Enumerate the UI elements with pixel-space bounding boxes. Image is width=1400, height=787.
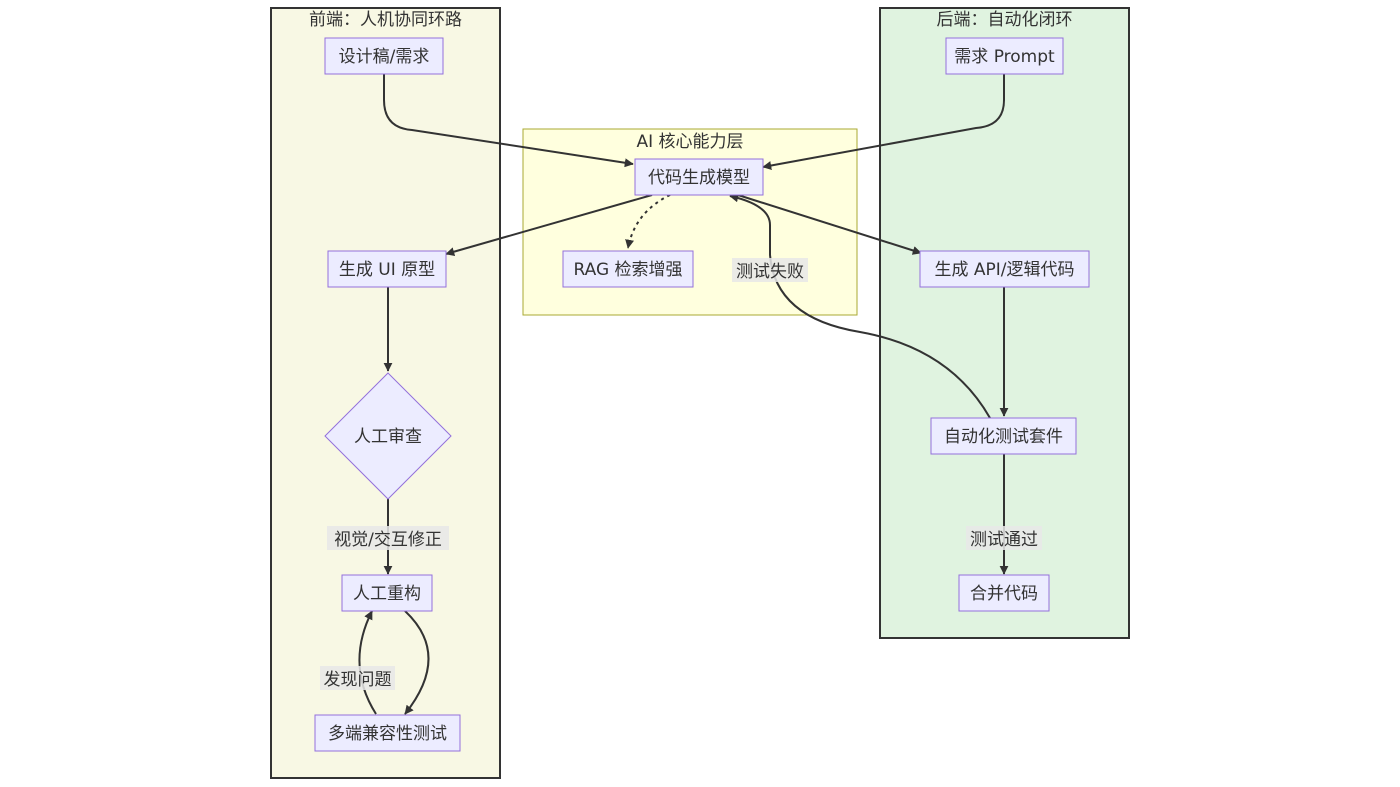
edge-label-review-refactor: 视觉/交互修正 <box>334 530 442 550</box>
node-codegen[interactable]: 代码生成模型 <box>634 158 764 196</box>
node-merge[interactable]: 合并代码 <box>958 574 1050 612</box>
node-compat-test-label: 多端兼容性测试 <box>328 724 447 744</box>
node-review-label: 人工审查 <box>354 427 422 447</box>
node-design-label: 设计稿/需求 <box>339 47 430 67</box>
subgraph-core-title: AI 核心能力层 <box>636 132 743 152</box>
edge-codegen-to-genui <box>445 194 653 257</box>
edge-refactor-to-compattest <box>404 610 430 715</box>
node-refactor-label: 人工重构 <box>353 584 421 604</box>
edge-label-autotest-merge: 测试通过 <box>970 530 1038 550</box>
edges <box>358 74 1009 715</box>
edge-compattest-to-refactor <box>358 610 377 715</box>
node-refactor[interactable]: 人工重构 <box>341 574 433 612</box>
edge-label-bg-compattest-refactor <box>320 666 395 690</box>
node-rag-label: RAG 检索增强 <box>573 260 682 280</box>
subgraph-frontend-title: 前端：人机协同环路 <box>309 10 462 30</box>
node-gen-api-label: 生成 API/逻辑代码 <box>934 260 1074 280</box>
nodes: 设计稿/需求 生成 UI 原型 人工审查 人工重构 多端兼容性测试 代码生成模型… <box>314 37 1090 752</box>
edge-prompt-to-codegen <box>762 74 1005 170</box>
node-prompt-label: 需求 Prompt <box>954 47 1055 67</box>
edge-labels: 视觉/交互修正 发现问题 测试通过 测试失败 <box>320 258 1042 690</box>
edge-label-autotest-codegen: 测试失败 <box>736 262 804 282</box>
node-compat-test[interactable]: 多端兼容性测试 <box>314 714 461 752</box>
node-gen-api[interactable]: 生成 API/逻辑代码 <box>919 250 1090 288</box>
node-merge-label: 合并代码 <box>970 584 1038 604</box>
node-prompt[interactable]: 需求 Prompt <box>945 37 1064 75</box>
edge-autotest-to-codegen <box>729 193 991 419</box>
edge-label-bg-autotest-merge <box>966 526 1042 550</box>
edge-codegen-to-rag <box>625 194 671 249</box>
node-review[interactable]: 人工审查 <box>324 372 452 500</box>
subgraph-backend-title: 后端：自动化闭环 <box>937 10 1073 30</box>
edge-design-to-codegen <box>383 74 634 168</box>
edge-label-compattest-refactor: 发现问题 <box>324 670 392 690</box>
node-design[interactable]: 设计稿/需求 <box>324 37 444 75</box>
edge-codegen-to-genapi <box>737 194 922 255</box>
node-gen-ui[interactable]: 生成 UI 原型 <box>327 250 447 288</box>
edge-label-bg-autotest-codegen <box>732 258 808 282</box>
node-gen-ui-label: 生成 UI 原型 <box>339 260 435 280</box>
node-auto-test-label: 自动化测试套件 <box>944 427 1063 447</box>
edge-label-bg-review-refactor <box>327 526 449 550</box>
node-codegen-label: 代码生成模型 <box>648 168 750 188</box>
node-auto-test[interactable]: 自动化测试套件 <box>930 417 1077 455</box>
node-rag[interactable]: RAG 检索增强 <box>562 250 694 288</box>
